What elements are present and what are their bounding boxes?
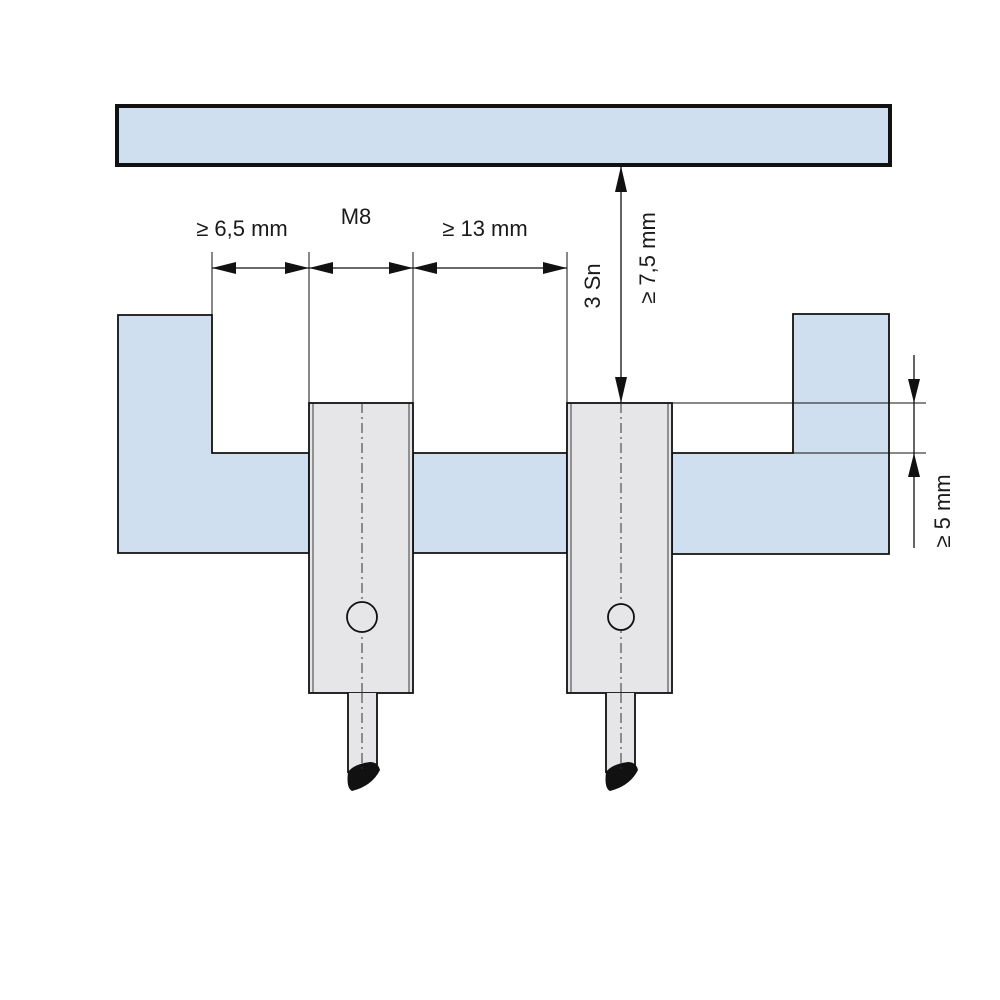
sensor-right (566, 402, 673, 791)
dimension-thread (309, 262, 413, 274)
label-gap-left: ≥ 6,5 mm (196, 216, 288, 241)
dimension-gap-between (413, 262, 567, 274)
label-flush-offset: ≥ 5 mm (930, 474, 955, 547)
label-thread: M8 (341, 204, 372, 229)
label-gap-between: ≥ 13 mm (442, 216, 527, 241)
dimension-flush-offset (908, 355, 920, 548)
mounting-bracket-middle (412, 452, 568, 554)
sensor-right-led (607, 603, 635, 631)
label-target-distance: ≥ 7,5 mm (635, 212, 660, 304)
label-sensing-distance: 3 Sn (580, 263, 605, 308)
mounting-bracket (117, 314, 310, 554)
sensor-left-body (308, 402, 414, 694)
sensor-right-body (566, 402, 673, 694)
dimension-target-distance (615, 166, 627, 403)
target-plate (115, 104, 892, 167)
sensor-left-led (346, 601, 378, 633)
mounting-bracket-right (671, 313, 890, 555)
dimension-gap-left (212, 262, 309, 274)
sensor-left (308, 402, 414, 791)
